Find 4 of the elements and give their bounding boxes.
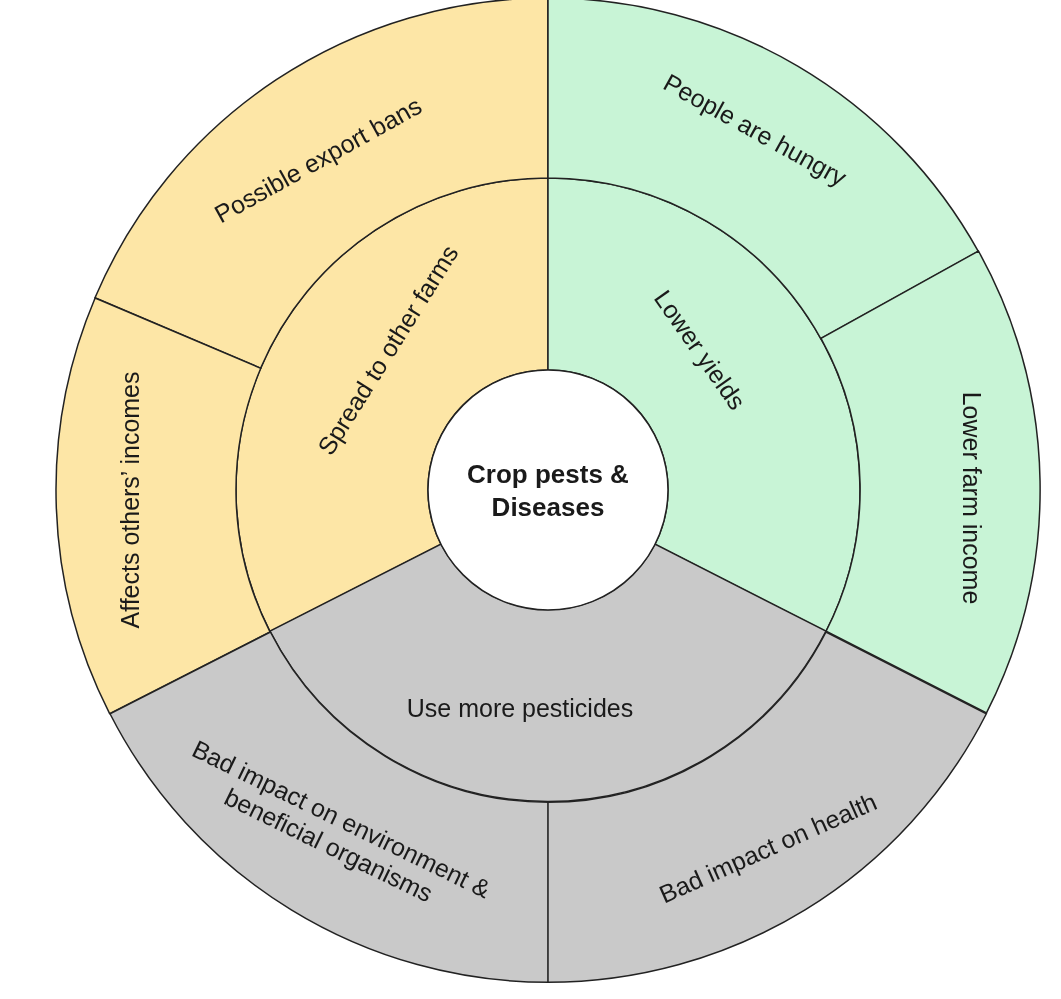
- segment-label: Use more pesticides: [406, 693, 634, 723]
- segment-label: Affects others’ incomes: [115, 371, 145, 629]
- center-title: Crop pests & Diseases: [466, 457, 630, 523]
- segment-label: Lower farm income: [957, 391, 987, 605]
